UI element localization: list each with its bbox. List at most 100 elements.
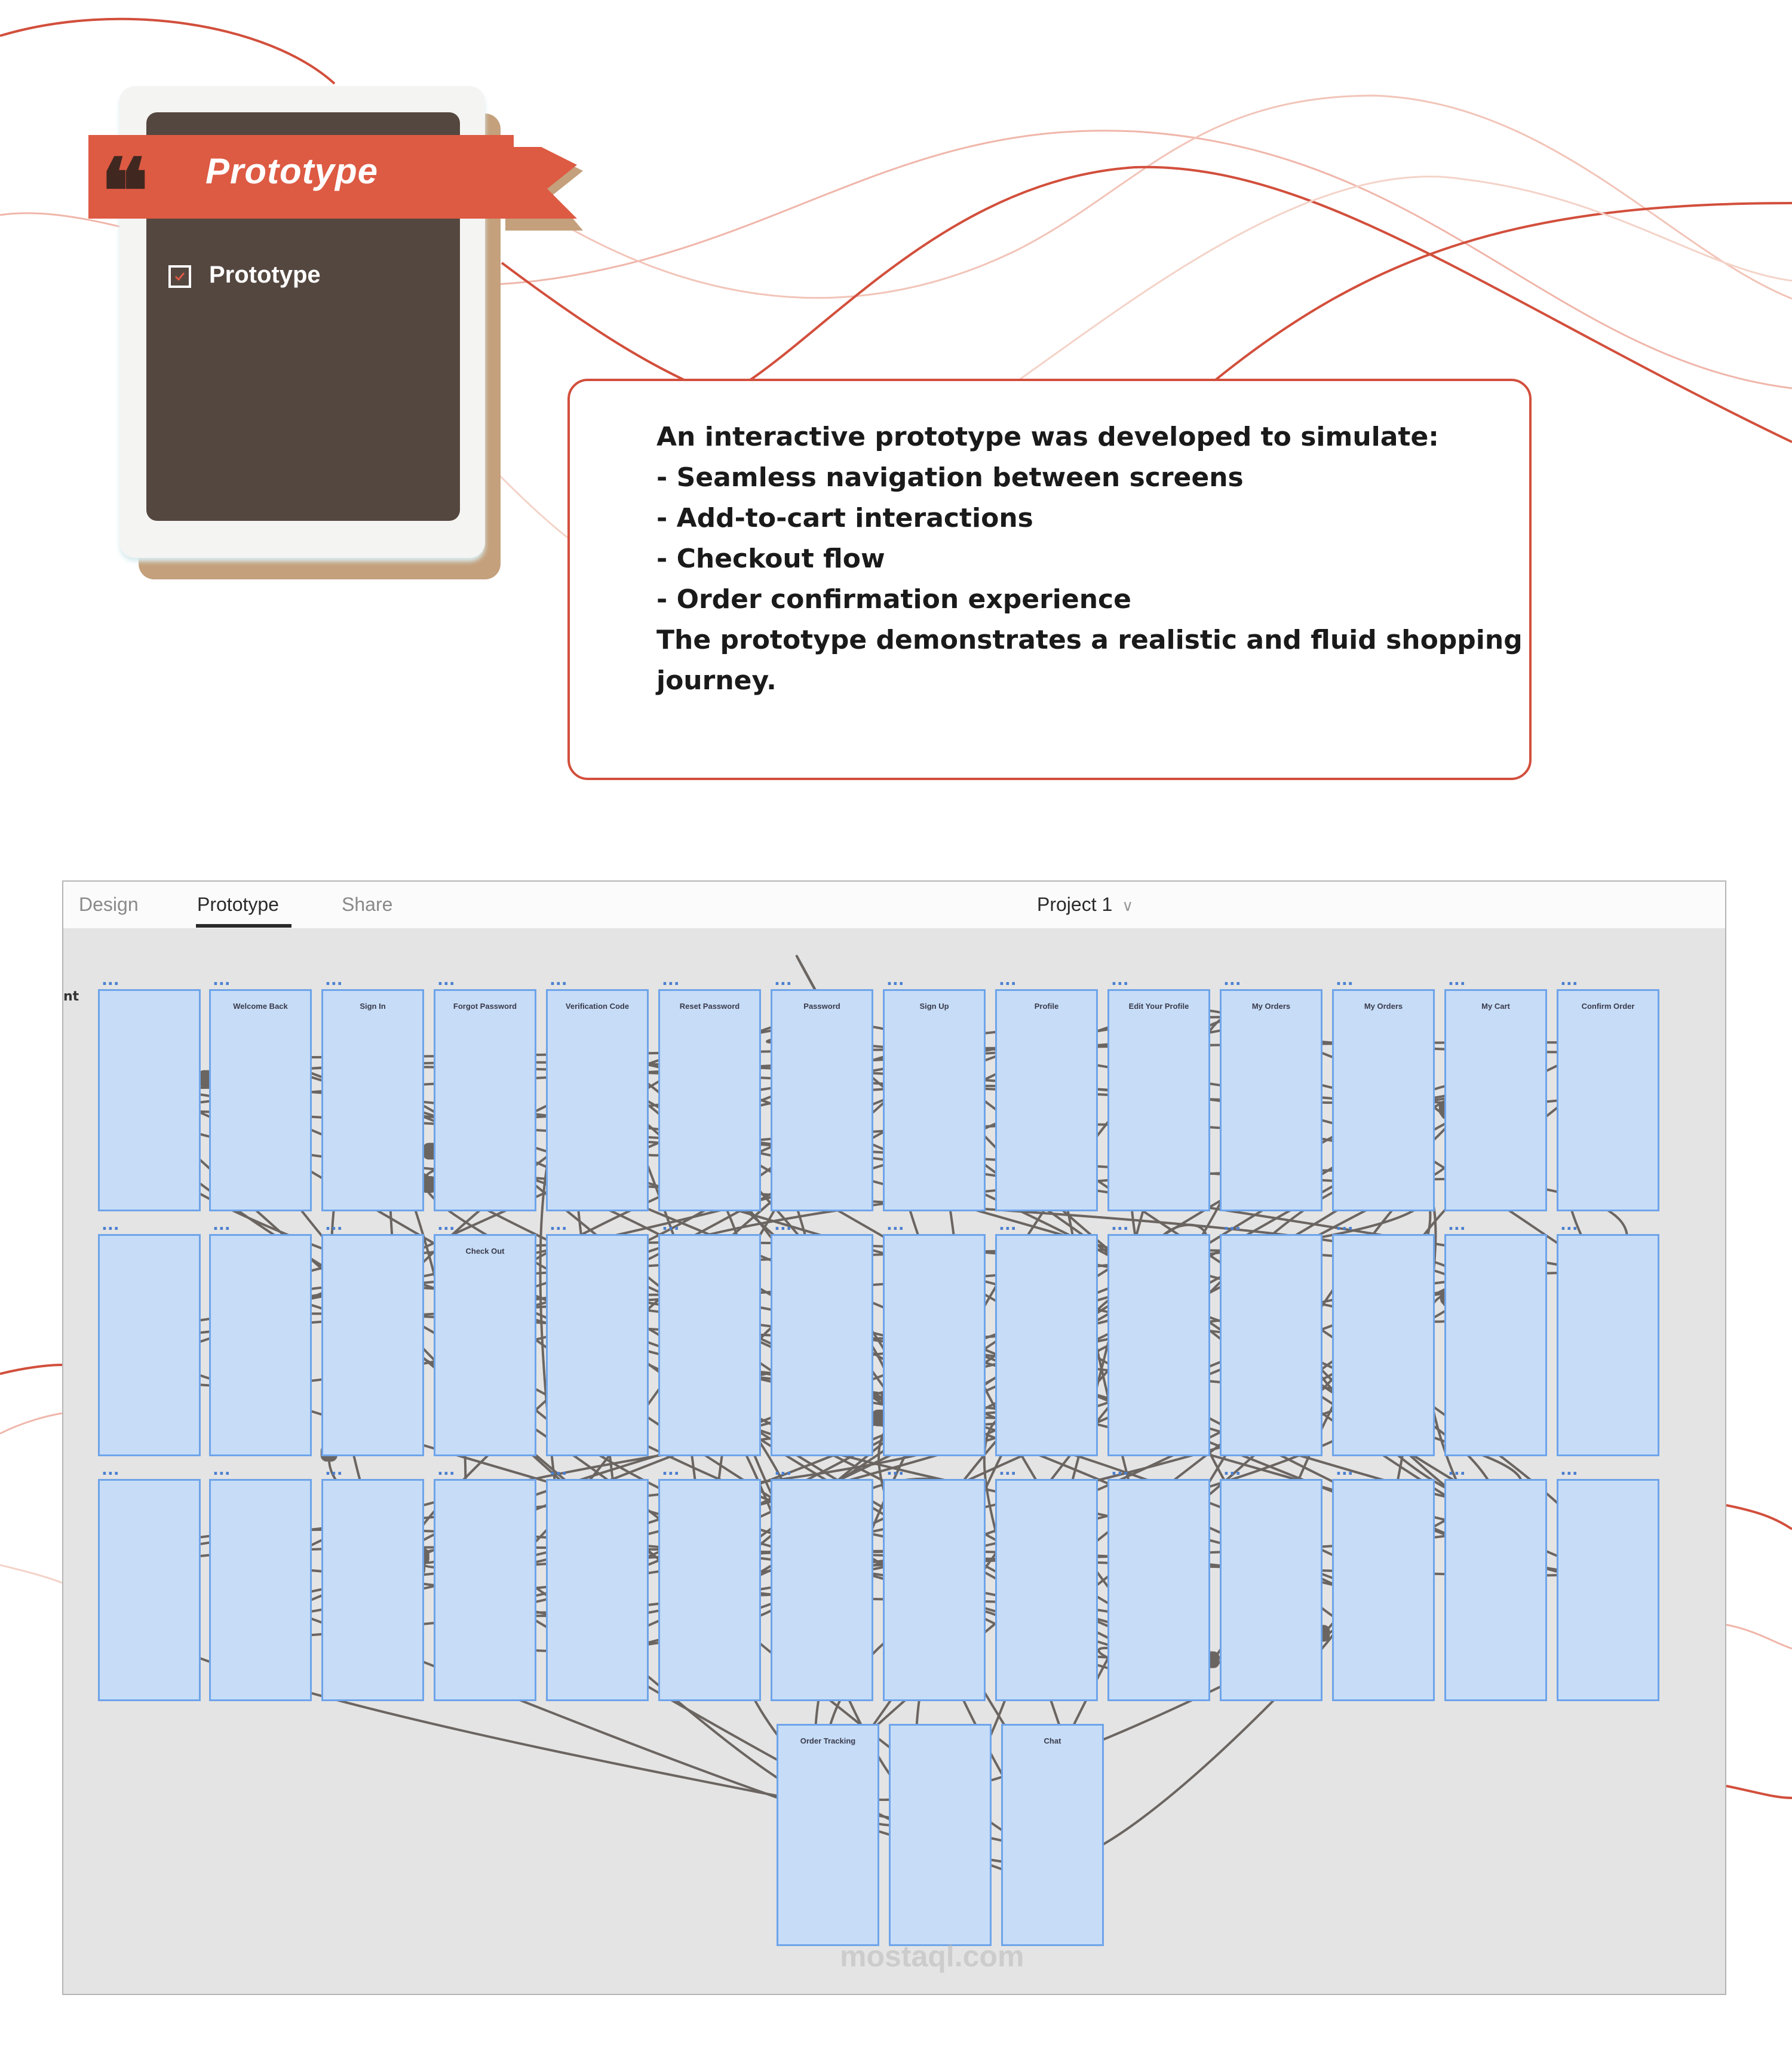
artboard-menu-icon[interactable]: ... xyxy=(1448,1461,1466,1479)
artboard-2-10[interactable] xyxy=(1107,1234,1210,1456)
checkbox-checked-icon[interactable] xyxy=(168,265,191,288)
artboard-1-14[interactable]: Confirm Order xyxy=(1557,989,1659,1211)
artboard-menu-icon[interactable]: ... xyxy=(437,1216,455,1234)
artboard-3-2[interactable] xyxy=(209,1479,312,1701)
checkbox-label: Prototype xyxy=(209,262,321,288)
artboard-menu-icon[interactable]: ... xyxy=(1448,971,1466,989)
artboard-1-10[interactable]: Edit Your Profile xyxy=(1107,989,1210,1211)
artboard-3-4[interactable] xyxy=(434,1479,536,1701)
artboard-1-13[interactable]: My Cart xyxy=(1444,989,1547,1211)
artboard-menu-icon[interactable]: ... xyxy=(999,1461,1017,1479)
artboard-3-1[interactable] xyxy=(98,1479,201,1701)
artboard-menu-icon[interactable]: ... xyxy=(1560,1461,1578,1479)
artboard-2-3[interactable] xyxy=(321,1234,424,1456)
artboard-2-8[interactable] xyxy=(883,1234,986,1456)
artboard-menu-icon[interactable]: ... xyxy=(1223,1216,1241,1234)
artboard-menu-icon[interactable]: ... xyxy=(662,1216,680,1234)
artboard-1-5[interactable]: Verification Code xyxy=(546,989,649,1211)
link-handle[interactable] xyxy=(420,1176,437,1193)
artboard-2-1[interactable] xyxy=(98,1234,201,1456)
artboard-1-11[interactable]: My Orders xyxy=(1220,989,1322,1211)
description-bullet: - Checkout flow xyxy=(656,544,885,574)
artboard-1-12[interactable]: My Orders xyxy=(1332,989,1435,1211)
artboard-2-11[interactable] xyxy=(1220,1234,1322,1456)
artboard-menu-icon[interactable]: ... xyxy=(1336,1461,1354,1479)
artboard-1-3[interactable]: Sign In xyxy=(321,989,424,1211)
artboard-2-6[interactable] xyxy=(658,1234,761,1456)
artboard-menu-icon[interactable]: ... xyxy=(774,1216,792,1234)
artboard-menu-icon[interactable]: ... xyxy=(1111,1216,1129,1234)
artboard-menu-icon[interactable]: ... xyxy=(1223,971,1241,989)
artboard-menu-icon[interactable]: ... xyxy=(662,971,680,989)
tab-design[interactable]: Design xyxy=(79,894,139,915)
artboard-2-5[interactable] xyxy=(546,1234,649,1456)
artboard-2-2[interactable] xyxy=(209,1234,312,1456)
artboard-menu-icon[interactable]: ... xyxy=(1336,971,1354,989)
artboard-2-14[interactable] xyxy=(1557,1234,1659,1456)
artboard-menu-icon[interactable]: ... xyxy=(1111,1461,1129,1479)
artboard-menu-icon[interactable]: ... xyxy=(325,971,343,989)
artboard-3-9[interactable] xyxy=(995,1479,1098,1701)
artboard-1-2[interactable]: Welcome Back xyxy=(209,989,312,1211)
artboard-title: Verification Code xyxy=(565,1002,630,1011)
artboard-1-8[interactable]: Sign Up xyxy=(883,989,986,1211)
artboard-menu-icon[interactable]: ... xyxy=(1560,971,1578,989)
artboard-menu-icon[interactable]: ... xyxy=(774,971,792,989)
artboard-3-5[interactable] xyxy=(546,1479,649,1701)
artboard-menu-icon[interactable]: ... xyxy=(325,1216,343,1234)
tab-prototype[interactable]: Prototype xyxy=(197,894,279,915)
artboard-3-12[interactable] xyxy=(1332,1479,1435,1701)
artboard-menu-icon[interactable]: ... xyxy=(102,1461,119,1479)
artboard-menu-icon[interactable]: ... xyxy=(999,1216,1017,1234)
description-box: An interactive prototype was developed t… xyxy=(567,379,1532,780)
artboard-4-3[interactable]: Chat xyxy=(1001,1724,1104,1946)
artboard-1-6[interactable]: Reset Password xyxy=(658,989,761,1211)
artboard-menu-icon[interactable]: ... xyxy=(886,1216,904,1234)
artboard-3-10[interactable] xyxy=(1107,1479,1210,1701)
artboard-1-9[interactable]: Profile xyxy=(995,989,1098,1211)
artboard-1-1[interactable] xyxy=(98,989,201,1211)
artboard-3-7[interactable] xyxy=(771,1479,873,1701)
artboard-menu-icon[interactable]: ... xyxy=(1448,1216,1466,1234)
prototype-canvas[interactable]: nt ...Welcome Back...Sign In...Forgot Pa… xyxy=(63,929,1725,1994)
artboard-menu-icon[interactable]: ... xyxy=(437,1461,455,1479)
artboard-3-6[interactable] xyxy=(658,1479,761,1701)
artboard-3-14[interactable] xyxy=(1557,1479,1659,1701)
artboard-menu-icon[interactable]: ... xyxy=(550,1461,567,1479)
artboard-menu-icon[interactable]: ... xyxy=(662,1461,680,1479)
artboard-title: Forgot Password xyxy=(453,1002,517,1011)
artboard-1-7[interactable]: Password xyxy=(771,989,873,1211)
artboard-menu-icon[interactable]: ... xyxy=(1560,1216,1578,1234)
artboard-menu-icon[interactable]: ... xyxy=(1223,1461,1241,1479)
artboard-menu-icon[interactable]: ... xyxy=(886,1461,904,1479)
artboard-menu-icon[interactable]: ... xyxy=(213,971,231,989)
artboard-menu-icon[interactable]: ... xyxy=(325,1461,343,1479)
artboard-3-8[interactable] xyxy=(883,1479,986,1701)
artboard-menu-icon[interactable]: ... xyxy=(213,1216,231,1234)
artboard-3-13[interactable] xyxy=(1444,1479,1547,1701)
artboard-menu-icon[interactable]: ... xyxy=(1111,971,1129,989)
artboard-2-13[interactable] xyxy=(1444,1234,1547,1456)
tab-share[interactable]: Share xyxy=(342,894,393,915)
artboard-menu-icon[interactable]: ... xyxy=(437,971,455,989)
artboard-menu-icon[interactable]: ... xyxy=(102,1216,119,1234)
artboard-menu-icon[interactable]: ... xyxy=(550,1216,567,1234)
artboard-menu-icon[interactable]: ... xyxy=(774,1461,792,1479)
artboard-2-12[interactable] xyxy=(1332,1234,1435,1456)
artboard-4-2[interactable] xyxy=(889,1724,992,1946)
artboard-menu-icon[interactable]: ... xyxy=(213,1461,231,1479)
description-outro: The prototype demonstrates a realistic a… xyxy=(656,625,1523,655)
artboard-2-7[interactable] xyxy=(771,1234,873,1456)
artboard-menu-icon[interactable]: ... xyxy=(886,971,904,989)
artboard-2-4[interactable]: Check Out xyxy=(434,1234,536,1456)
artboard-1-4[interactable]: Forgot Password xyxy=(434,989,536,1211)
artboard-menu-icon[interactable]: ... xyxy=(550,971,567,989)
artboard-menu-icon[interactable]: ... xyxy=(1336,1216,1354,1234)
artboard-menu-icon[interactable]: ... xyxy=(999,971,1017,989)
artboard-2-9[interactable] xyxy=(995,1234,1098,1456)
artboard-3-3[interactable] xyxy=(321,1479,424,1701)
artboard-4-1[interactable]: Order Tracking xyxy=(777,1724,879,1946)
artboard-menu-icon[interactable]: ... xyxy=(102,971,119,989)
artboard-3-11[interactable] xyxy=(1220,1479,1322,1701)
project-selector[interactable]: Project 1∨ xyxy=(1037,894,1133,916)
